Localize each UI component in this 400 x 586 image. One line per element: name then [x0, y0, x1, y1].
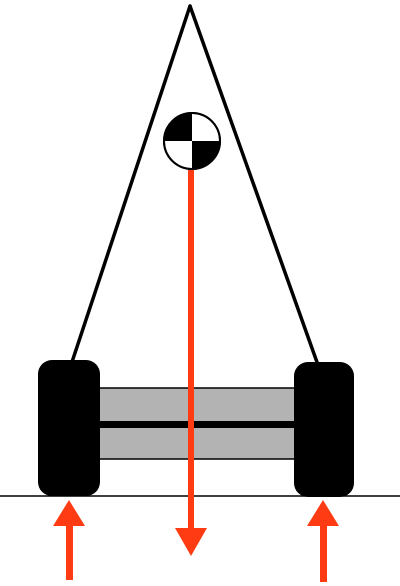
weight-arrow-head — [175, 528, 207, 556]
cg-circle-outline — [163, 112, 221, 170]
downward-weight-arrow — [175, 170, 207, 556]
weight-arrow-shaft — [188, 170, 194, 532]
axle-center-beam — [95, 421, 300, 428]
triangle-right-side — [188, 4, 320, 367]
axle-lower-bar — [94, 426, 301, 460]
right-reaction-arrow-shaft — [320, 524, 327, 582]
axle-upper-bar — [94, 387, 301, 423]
cg-quadrant-bottom-right — [192, 141, 220, 169]
triangle-left-side — [70, 4, 192, 364]
right-reaction-arrow-head — [307, 500, 339, 526]
left-reaction-arrow-head — [53, 500, 85, 526]
stability-triangle — [70, 4, 320, 367]
upward-reaction-arrow-left — [53, 500, 85, 580]
left-tire — [38, 360, 100, 496]
right-tire — [294, 362, 354, 497]
left-reaction-arrow-shaft — [66, 524, 73, 580]
center-of-gravity-marker — [163, 112, 221, 170]
upward-reaction-arrow-right — [307, 500, 339, 582]
cg-quadrant-top-left — [164, 113, 192, 141]
axle-assembly — [94, 387, 301, 460]
